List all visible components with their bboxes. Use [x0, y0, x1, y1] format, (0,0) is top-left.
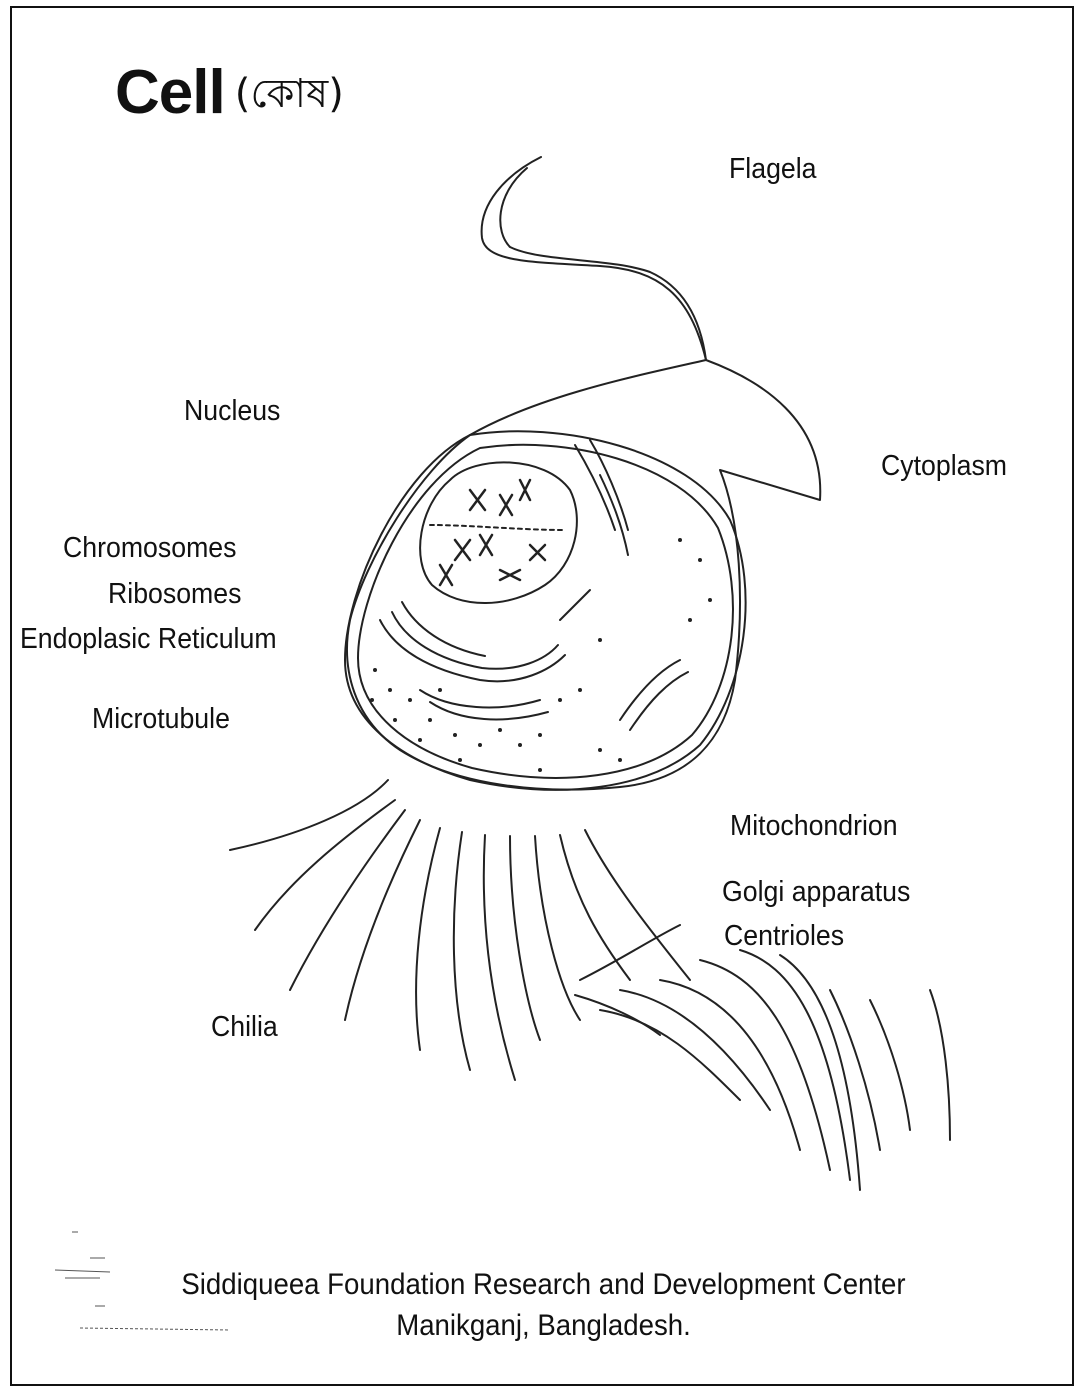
- label-centrioles: Centrioles: [724, 922, 844, 951]
- nucleus: [420, 462, 577, 603]
- label-chromosomes: Chromosomes: [63, 534, 236, 563]
- footer-location: Manikganj, Bangladesh.: [43, 1306, 1043, 1347]
- label-golgi-apparatus: Golgi apparatus: [722, 878, 910, 907]
- label-flagela: Flagela: [729, 155, 817, 184]
- chromosomes: [440, 480, 545, 585]
- cell-membrane: [345, 431, 746, 790]
- label-cytoplasm: Cytoplasm: [881, 452, 1007, 481]
- label-nucleus: Nucleus: [184, 397, 280, 426]
- flagellum-inner: [500, 168, 706, 360]
- label-mitochondrion: Mitochondrion: [730, 812, 898, 841]
- flagellum: [482, 157, 706, 360]
- nucleolus-line: [430, 525, 565, 530]
- footer-organization: Siddiqueea Foundation Research and Devel…: [43, 1265, 1043, 1306]
- mitochondrion: [620, 660, 688, 730]
- label-ribosomes: Ribosomes: [108, 580, 241, 609]
- footer: Siddiqueea Foundation Research and Devel…: [0, 1265, 1087, 1346]
- label-microtubule: Microtubule: [92, 705, 230, 734]
- label-endoplasic-reticulum: Endoplasic Reticulum: [20, 625, 277, 654]
- label-chilia: Chilia: [211, 1013, 278, 1042]
- endoplasmic-reticulum: [380, 440, 628, 719]
- ribosomes: [370, 538, 712, 772]
- cell-membrane-inner: [358, 445, 733, 778]
- cell-membrane-outer: [347, 360, 820, 790]
